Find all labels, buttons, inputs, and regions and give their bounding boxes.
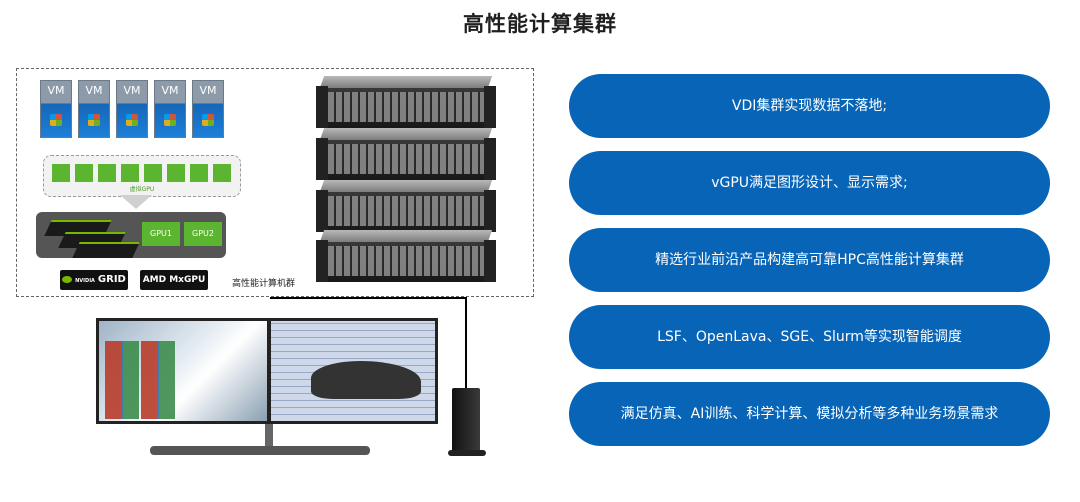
vgpu-cell — [190, 164, 208, 182]
monitor-right — [268, 318, 438, 424]
monitor-left — [96, 318, 270, 424]
thin-client-foot — [448, 450, 486, 456]
server-cap — [484, 240, 496, 282]
server-cap — [316, 190, 328, 232]
vgpu-cell — [75, 164, 93, 182]
rack-server — [316, 230, 496, 282]
server-top — [319, 76, 493, 88]
windows-icon — [126, 114, 138, 126]
server-cap — [484, 190, 496, 232]
gpu-chip-2: GPU2 — [184, 222, 222, 246]
server-face — [320, 246, 492, 276]
server-cap — [484, 138, 496, 180]
vgpu-cell — [98, 164, 116, 182]
grid-text: GRID — [97, 274, 126, 285]
vgpu-cell — [213, 164, 231, 182]
windows-icon — [202, 114, 214, 126]
server-top — [319, 230, 493, 242]
server-face — [320, 144, 492, 174]
vm-block: VM — [78, 80, 110, 138]
windows-icon — [164, 114, 176, 126]
rack-server — [316, 128, 496, 180]
vgpu-pool: 虚拟GPU — [43, 155, 241, 197]
monitor-base — [150, 446, 370, 455]
feature-pill-hpc: 精选行业前沿产品构建高可靠HPC高性能计算集群 — [569, 228, 1050, 292]
page-title: 高性能计算集群 — [463, 12, 617, 36]
car-model-icon — [311, 361, 421, 399]
amd-mxgpu-logo: AMD MxGPU — [140, 270, 208, 290]
rack-server — [316, 180, 496, 232]
network-cable — [465, 297, 467, 392]
feature-pill-vdi: VDI集群实现数据不落地; — [569, 74, 1050, 138]
feature-pill-vgpu: vGPU满足图形设计、显示需求; — [569, 151, 1050, 215]
nvidia-text: NVIDIA — [75, 278, 95, 284]
vgpu-cell — [144, 164, 162, 182]
windows-icon — [88, 114, 100, 126]
vm-block: VM — [40, 80, 72, 138]
feature-pill-scheduling: LSF、OpenLava、SGE、Slurm等实现智能调度 — [569, 305, 1050, 369]
server-cap — [316, 86, 328, 128]
server-top — [319, 180, 493, 192]
gpu-chip-1: GPU1 — [142, 222, 180, 246]
server-cap — [316, 240, 328, 282]
vgpu-label: 虚拟GPU — [129, 186, 155, 193]
rack-server — [316, 76, 496, 128]
gpu-board: GPU1 GPU2 — [36, 212, 226, 258]
hpc-machine-label: 高性能计算机群 — [232, 279, 296, 289]
vm-block: VM — [116, 80, 148, 138]
vm-label: VM — [85, 84, 103, 97]
server-cap — [484, 86, 496, 128]
feature-pill-scenarios: 满足仿真、AI训练、科学计算、模拟分析等多种业务场景需求 — [569, 382, 1050, 446]
vm-block: VM — [192, 80, 224, 138]
down-arrow-icon — [120, 195, 152, 209]
vm-label: VM — [161, 84, 179, 97]
network-cable — [270, 297, 467, 299]
vm-block: VM — [154, 80, 186, 138]
monitor-stand — [265, 424, 273, 448]
vgpu-cell — [121, 164, 139, 182]
server-cap — [316, 138, 328, 180]
nvidia-eye-icon — [62, 275, 73, 283]
thin-client — [452, 388, 480, 454]
vm-label: VM — [47, 84, 65, 97]
server-top — [319, 128, 493, 140]
windows-icon — [50, 114, 62, 126]
start-menu-tiles — [105, 341, 175, 419]
server-face — [320, 92, 492, 122]
vm-label: VM — [199, 84, 217, 97]
vgpu-cell — [167, 164, 185, 182]
vgpu-cell — [52, 164, 70, 182]
vm-label: VM — [123, 84, 141, 97]
server-face — [320, 196, 492, 226]
gpu-card-icon — [72, 242, 140, 258]
